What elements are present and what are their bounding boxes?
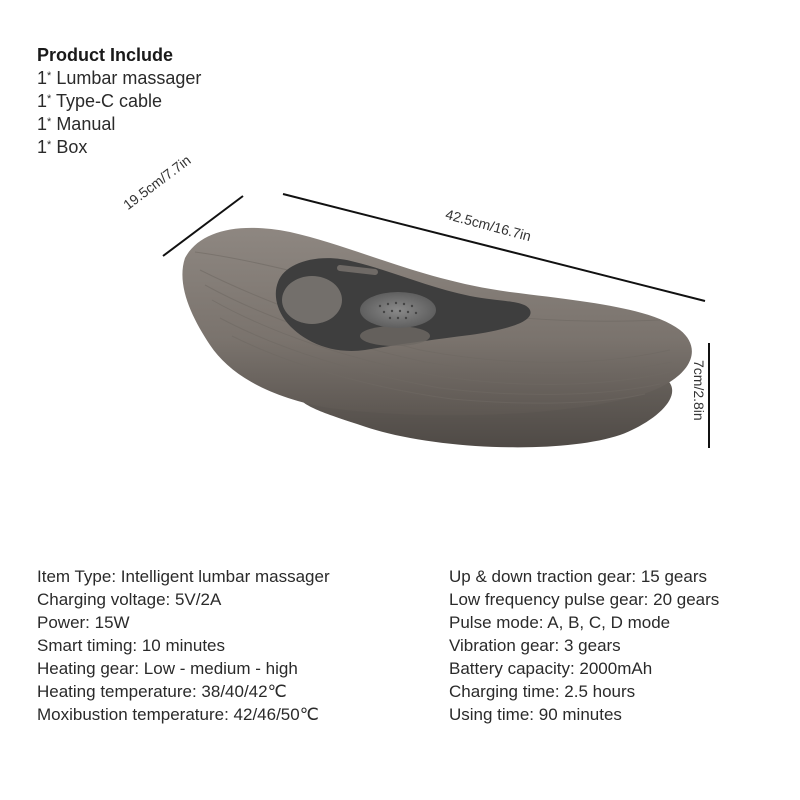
speaker-grille [360, 292, 436, 328]
spec-item: Moxibustion temperature: 42/46/50℃ [37, 705, 319, 724]
include-item: 1* Manual [37, 114, 116, 134]
spec-item: Item Type: Intelligent lumbar massager [37, 567, 330, 586]
spec-item: Charging voltage: 5V/2A [37, 590, 222, 609]
right-pad [360, 326, 430, 346]
spec-item: Pulse mode: A, B, C, D mode [449, 613, 671, 632]
spec-item: Battery capacity: 2000mAh [449, 659, 653, 678]
spec-item: Up & down traction gear: 15 gears [449, 567, 707, 586]
include-item: 1* Type-C cable [37, 91, 163, 111]
spec-item: Heating gear: Low - medium - high [37, 659, 298, 678]
spec-item: Vibration gear: 3 gears [449, 636, 621, 655]
height-dimension-label: 7cm/2.8in [691, 360, 707, 421]
panel-bar [337, 265, 378, 275]
product-include-title: Product Include [37, 45, 174, 65]
include-item: 1* Box [37, 137, 88, 157]
specs-left-column: Item Type: Intelligent lumbar massager C… [37, 565, 330, 726]
length-dimension-line [282, 193, 706, 302]
width-dimension-line [162, 195, 244, 257]
product-include-list: Product Include 1* Lumbar massager 1* Ty… [37, 44, 201, 159]
left-pad [282, 276, 342, 324]
spec-item: Low frequency pulse gear: 20 gears [449, 590, 720, 609]
specs-right-column: Up & down traction gear: 15 gears Low fr… [449, 565, 719, 726]
include-item: 1* Lumbar massager [37, 68, 202, 88]
spec-item: Power: 15W [37, 613, 130, 632]
lumbar-massager-illustration [162, 193, 710, 448]
speaker-dots [378, 301, 418, 320]
spec-item: Heating temperature: 38/40/42℃ [37, 682, 287, 701]
spec-item: Using time: 90 minutes [449, 705, 622, 724]
spec-item: Smart timing: 10 minutes [37, 636, 226, 655]
spec-item: Charging time: 2.5 hours [449, 682, 636, 701]
